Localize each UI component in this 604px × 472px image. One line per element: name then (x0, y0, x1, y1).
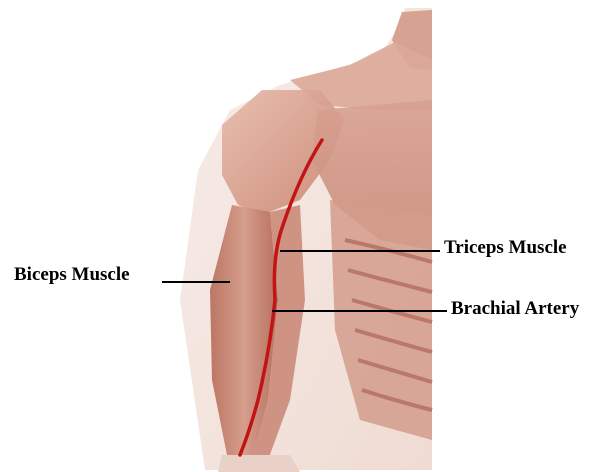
brachial-artery-label: Brachial Artery (451, 299, 579, 318)
triceps-muscle-label: Triceps Muscle (444, 238, 567, 257)
forearm (218, 455, 300, 472)
biceps-muscle-label: Biceps Muscle (14, 265, 130, 284)
